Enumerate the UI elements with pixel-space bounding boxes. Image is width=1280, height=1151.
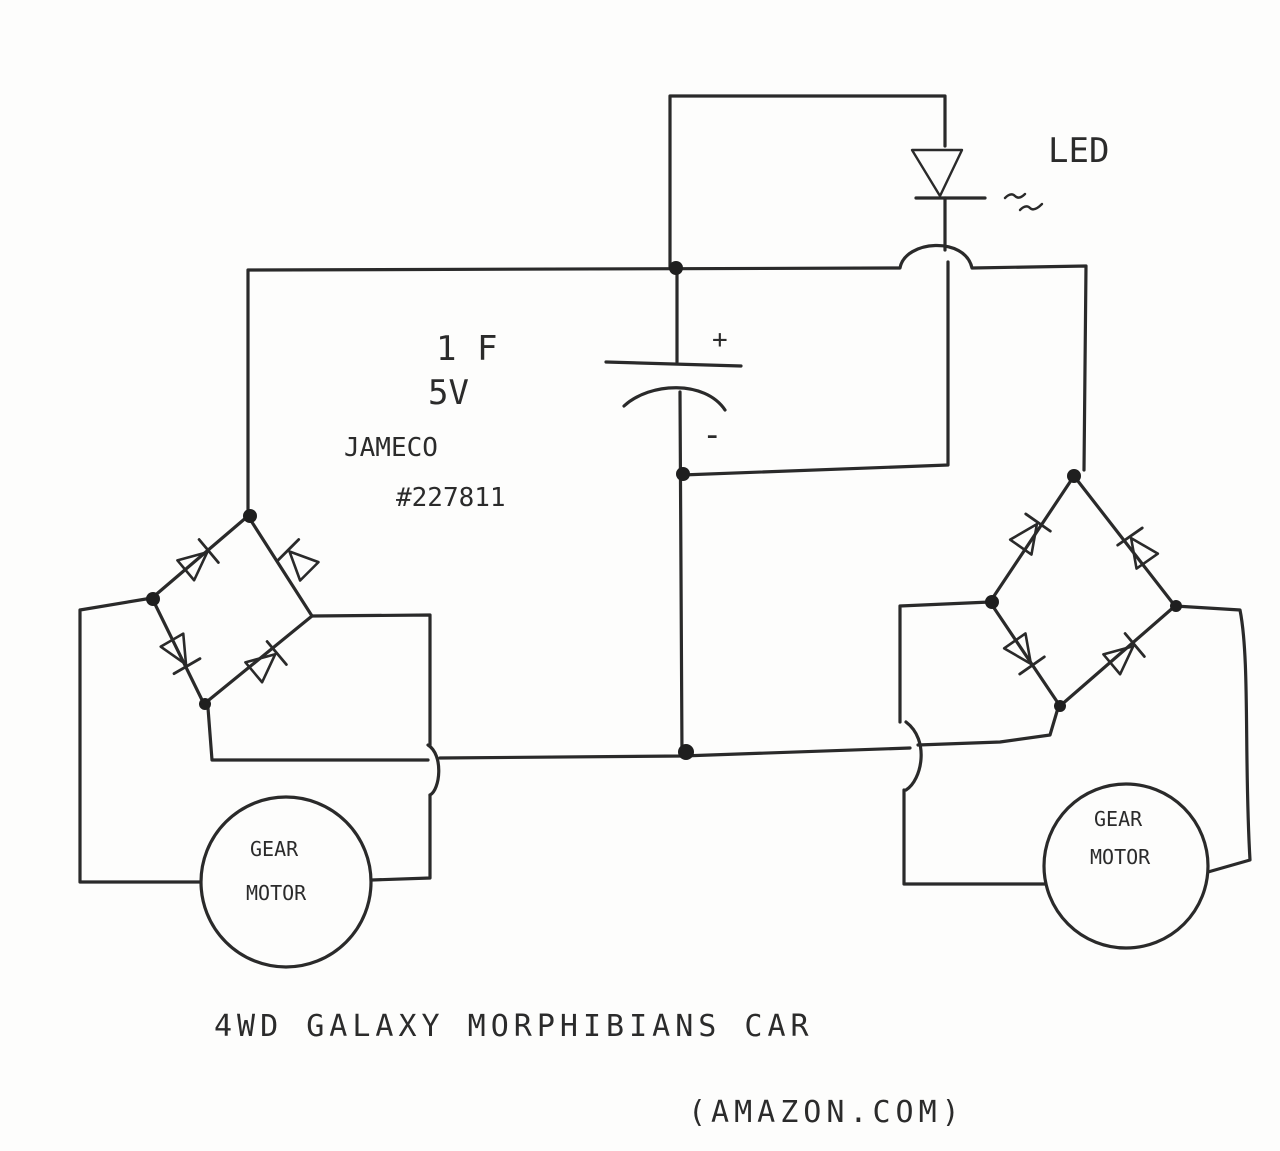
left-bridge-rectifier [150, 514, 322, 706]
left-motor-label-line2: MOTOR [246, 881, 307, 905]
right-motor-wiring [898, 600, 1252, 886]
right-motor-label-line2: MOTOR [1090, 845, 1151, 869]
diagram-subtitle: (AMAZON.COM) [688, 1095, 965, 1130]
top-rail-wire [246, 243, 1088, 518]
capacitance-label: 1 F [436, 329, 497, 369]
right-gear-motor [1042, 782, 1210, 950]
bottom-rail-wire [206, 706, 1060, 797]
part-number-label: #227811 [396, 483, 506, 513]
junction-dots [146, 261, 1182, 760]
voltage-label: 5V [428, 373, 469, 413]
led-label: LED [1048, 131, 1109, 171]
diagram-title: 4WD GALAXY MORPHIBIANS CAR [214, 1009, 814, 1044]
supercapacitor-symbol [604, 266, 743, 757]
right-motor-label-line1: GEAR [1094, 807, 1143, 831]
left-gear-motor [199, 795, 373, 969]
led-symbol [910, 148, 1044, 212]
capacitor-plus-label: + [712, 325, 728, 355]
led-loop-wire [668, 94, 950, 477]
right-bridge-rectifier [988, 474, 1177, 708]
capacitor-minus-label: - [702, 415, 722, 455]
left-motor-label-line1: GEAR [250, 837, 299, 861]
supplier-label: JAMECO [344, 433, 438, 463]
left-motor-wiring [78, 596, 432, 884]
